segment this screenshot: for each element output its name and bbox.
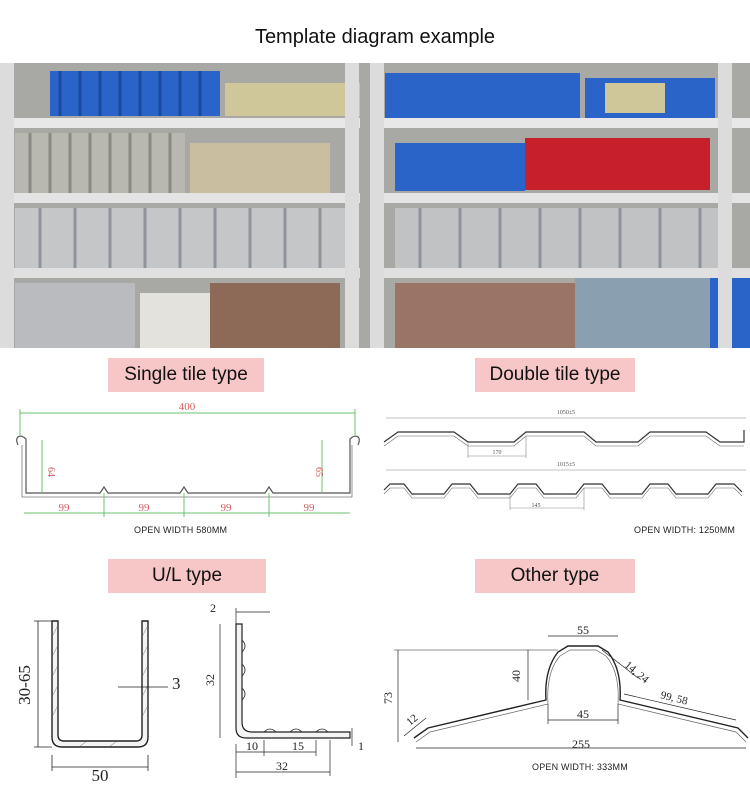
double-tile-diagram: 1050±5 170 1015±5 145 xyxy=(383,410,746,510)
double-bottom-total: 1015±5 xyxy=(557,462,575,468)
double-open-width: OPEN WIDTH: 1250MM xyxy=(634,525,736,535)
ridge-height-dim: 73 xyxy=(381,692,395,704)
single-seg-1: 99 xyxy=(59,502,71,514)
page-title: Template diagram example xyxy=(254,26,496,48)
single-seg-3: 99 xyxy=(221,502,233,514)
other-type-label: Other type xyxy=(475,559,635,593)
l-height-dim: 32 xyxy=(203,674,217,686)
warehouse-shelf-photo xyxy=(0,63,750,348)
shelf-illustration xyxy=(0,63,750,348)
ridge-slope-dim: 14, 24 xyxy=(622,659,651,686)
ul-type-label: U/L type xyxy=(108,559,266,593)
single-open-width: OPEN WIDTH 580MM xyxy=(134,525,228,535)
single-total-dim: 400 xyxy=(179,401,196,413)
ridge-top-dim: 55 xyxy=(577,623,589,637)
single-seg-4: 99 xyxy=(304,502,316,514)
ridge-arc-height: 40 xyxy=(509,670,523,682)
double-tile-label: Double tile type xyxy=(475,358,635,392)
ridge-slope2-dim: 99, 58 xyxy=(659,689,689,707)
single-seg-2: 99 xyxy=(139,502,151,514)
u-height-dim: 30-65 xyxy=(15,665,34,705)
l-width-dim: 32 xyxy=(276,759,288,773)
double-top-seg: 170 xyxy=(493,450,502,456)
l-dim-b: 15 xyxy=(292,739,304,753)
ridge-profile-diagram: 55 40 14, 24 99, 58 73 12 45 255 xyxy=(381,623,749,751)
l-profile-diagram: 2 32 10 15 1 32 xyxy=(203,601,364,778)
ridge-total-width: 255 xyxy=(572,737,590,751)
ridge-base-width: 45 xyxy=(577,707,589,721)
l-top-dim: 2 xyxy=(210,601,216,615)
u-thickness-dim: 3 xyxy=(172,674,180,693)
single-left-height: 64 xyxy=(45,467,56,477)
u-profile-diagram: 30-65 3 50 xyxy=(15,620,180,785)
l-dim-a: 10 xyxy=(246,739,258,753)
single-right-height: 65 xyxy=(313,467,324,477)
single-tile-label: Single tile type xyxy=(108,358,264,392)
double-top-total: 1050±5 xyxy=(557,410,575,416)
double-bottom-seg: 145 xyxy=(532,503,541,509)
single-tile-diagram: 400 64 65 99 99 99 99 xyxy=(16,401,360,517)
other-open-width: OPEN WIDTH: 333MM xyxy=(532,762,628,772)
ridge-edge-dim: 12 xyxy=(404,712,420,728)
l-dim-c: 1 xyxy=(358,739,364,753)
u-width-dim: 50 xyxy=(92,766,109,785)
